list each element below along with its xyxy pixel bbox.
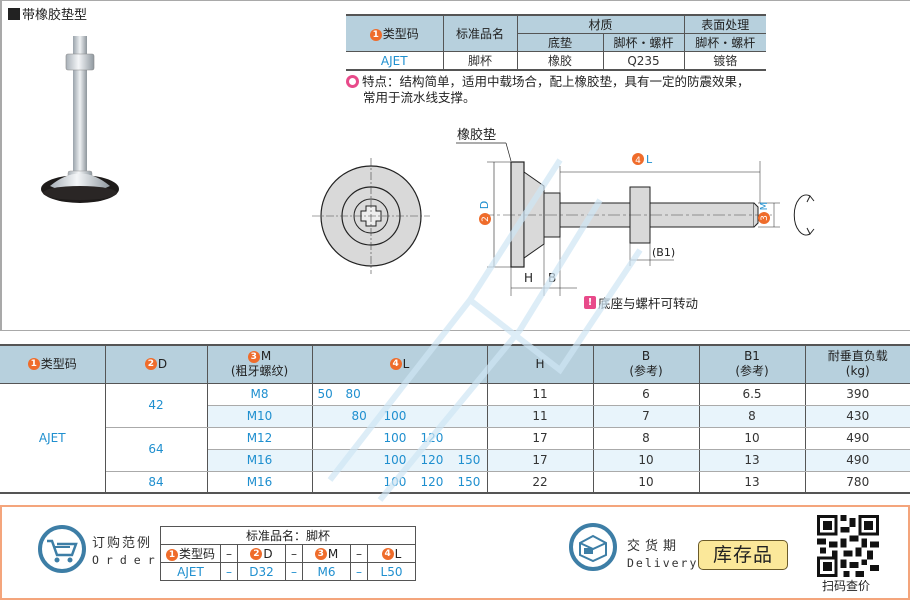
surface-header: 表面处理 <box>683 14 766 34</box>
cup-bolt-value: Q235 <box>602 51 685 71</box>
svg-text:橡胶垫: 橡胶垫 <box>457 127 496 143</box>
qr-code[interactable] <box>817 515 879 577</box>
shopping-cart-icon <box>38 525 86 573</box>
exclamation-icon: ! <box>584 296 596 309</box>
surface-value: 镀铬 <box>683 51 766 71</box>
std-name-header: 标准品名 <box>442 14 518 52</box>
svg-text:D: D <box>478 201 491 209</box>
feature-bullet-icon <box>346 75 359 88</box>
cup-bolt-header: 脚杯・螺杆 <box>602 33 685 52</box>
front-view <box>312 158 430 274</box>
delivery-box-icon <box>569 523 617 571</box>
order-example-label: 订购范例 Order <box>92 536 162 567</box>
material-header: 材质 <box>516 14 685 34</box>
svg-text:4: 4 <box>635 156 641 166</box>
delivery-label: 交货期 Delivery <box>627 539 699 570</box>
surface-cup-bolt-header: 脚杯・螺杆 <box>683 33 766 52</box>
technical-drawing: 橡胶垫 2 D H B <box>312 127 815 296</box>
section-title: 带橡胶垫型 <box>8 4 87 23</box>
svg-text:B: B <box>548 271 556 285</box>
base-pad-header: 底垫 <box>517 33 604 52</box>
svg-text:H: H <box>524 271 533 285</box>
std-name-value: 脚杯 <box>442 51 518 71</box>
base-pad-value: 橡胶 <box>516 51 604 71</box>
product-photo <box>41 36 119 203</box>
svg-text:3: 3 <box>760 215 770 221</box>
type-code-value: AJET <box>346 51 444 71</box>
svg-text:2: 2 <box>481 216 491 222</box>
side-view: 橡胶垫 2 D H B <box>456 127 815 296</box>
h-col-header: H <box>486 344 594 384</box>
load-col-header: 耐垂直负载(kg) <box>804 344 910 384</box>
b1-col-header: B1(参考) <box>698 344 806 384</box>
svg-text:M: M <box>759 202 770 211</box>
svg-text:(B1): (B1) <box>652 246 675 259</box>
rotation-note: ! 底座与螺杆可转动 <box>584 293 698 312</box>
feature-description: 特点：结构简单，适用中载场合，配上橡胶垫，具有一定的防震效果， 常用于流水线支撑… <box>346 74 766 106</box>
in-stock-badge: 库存品 <box>698 540 788 570</box>
square-bullet-icon <box>8 7 20 20</box>
svg-text:L: L <box>646 153 653 166</box>
qr-label: 扫码查价 <box>822 579 871 593</box>
b-col-header: B(参考) <box>592 344 700 384</box>
